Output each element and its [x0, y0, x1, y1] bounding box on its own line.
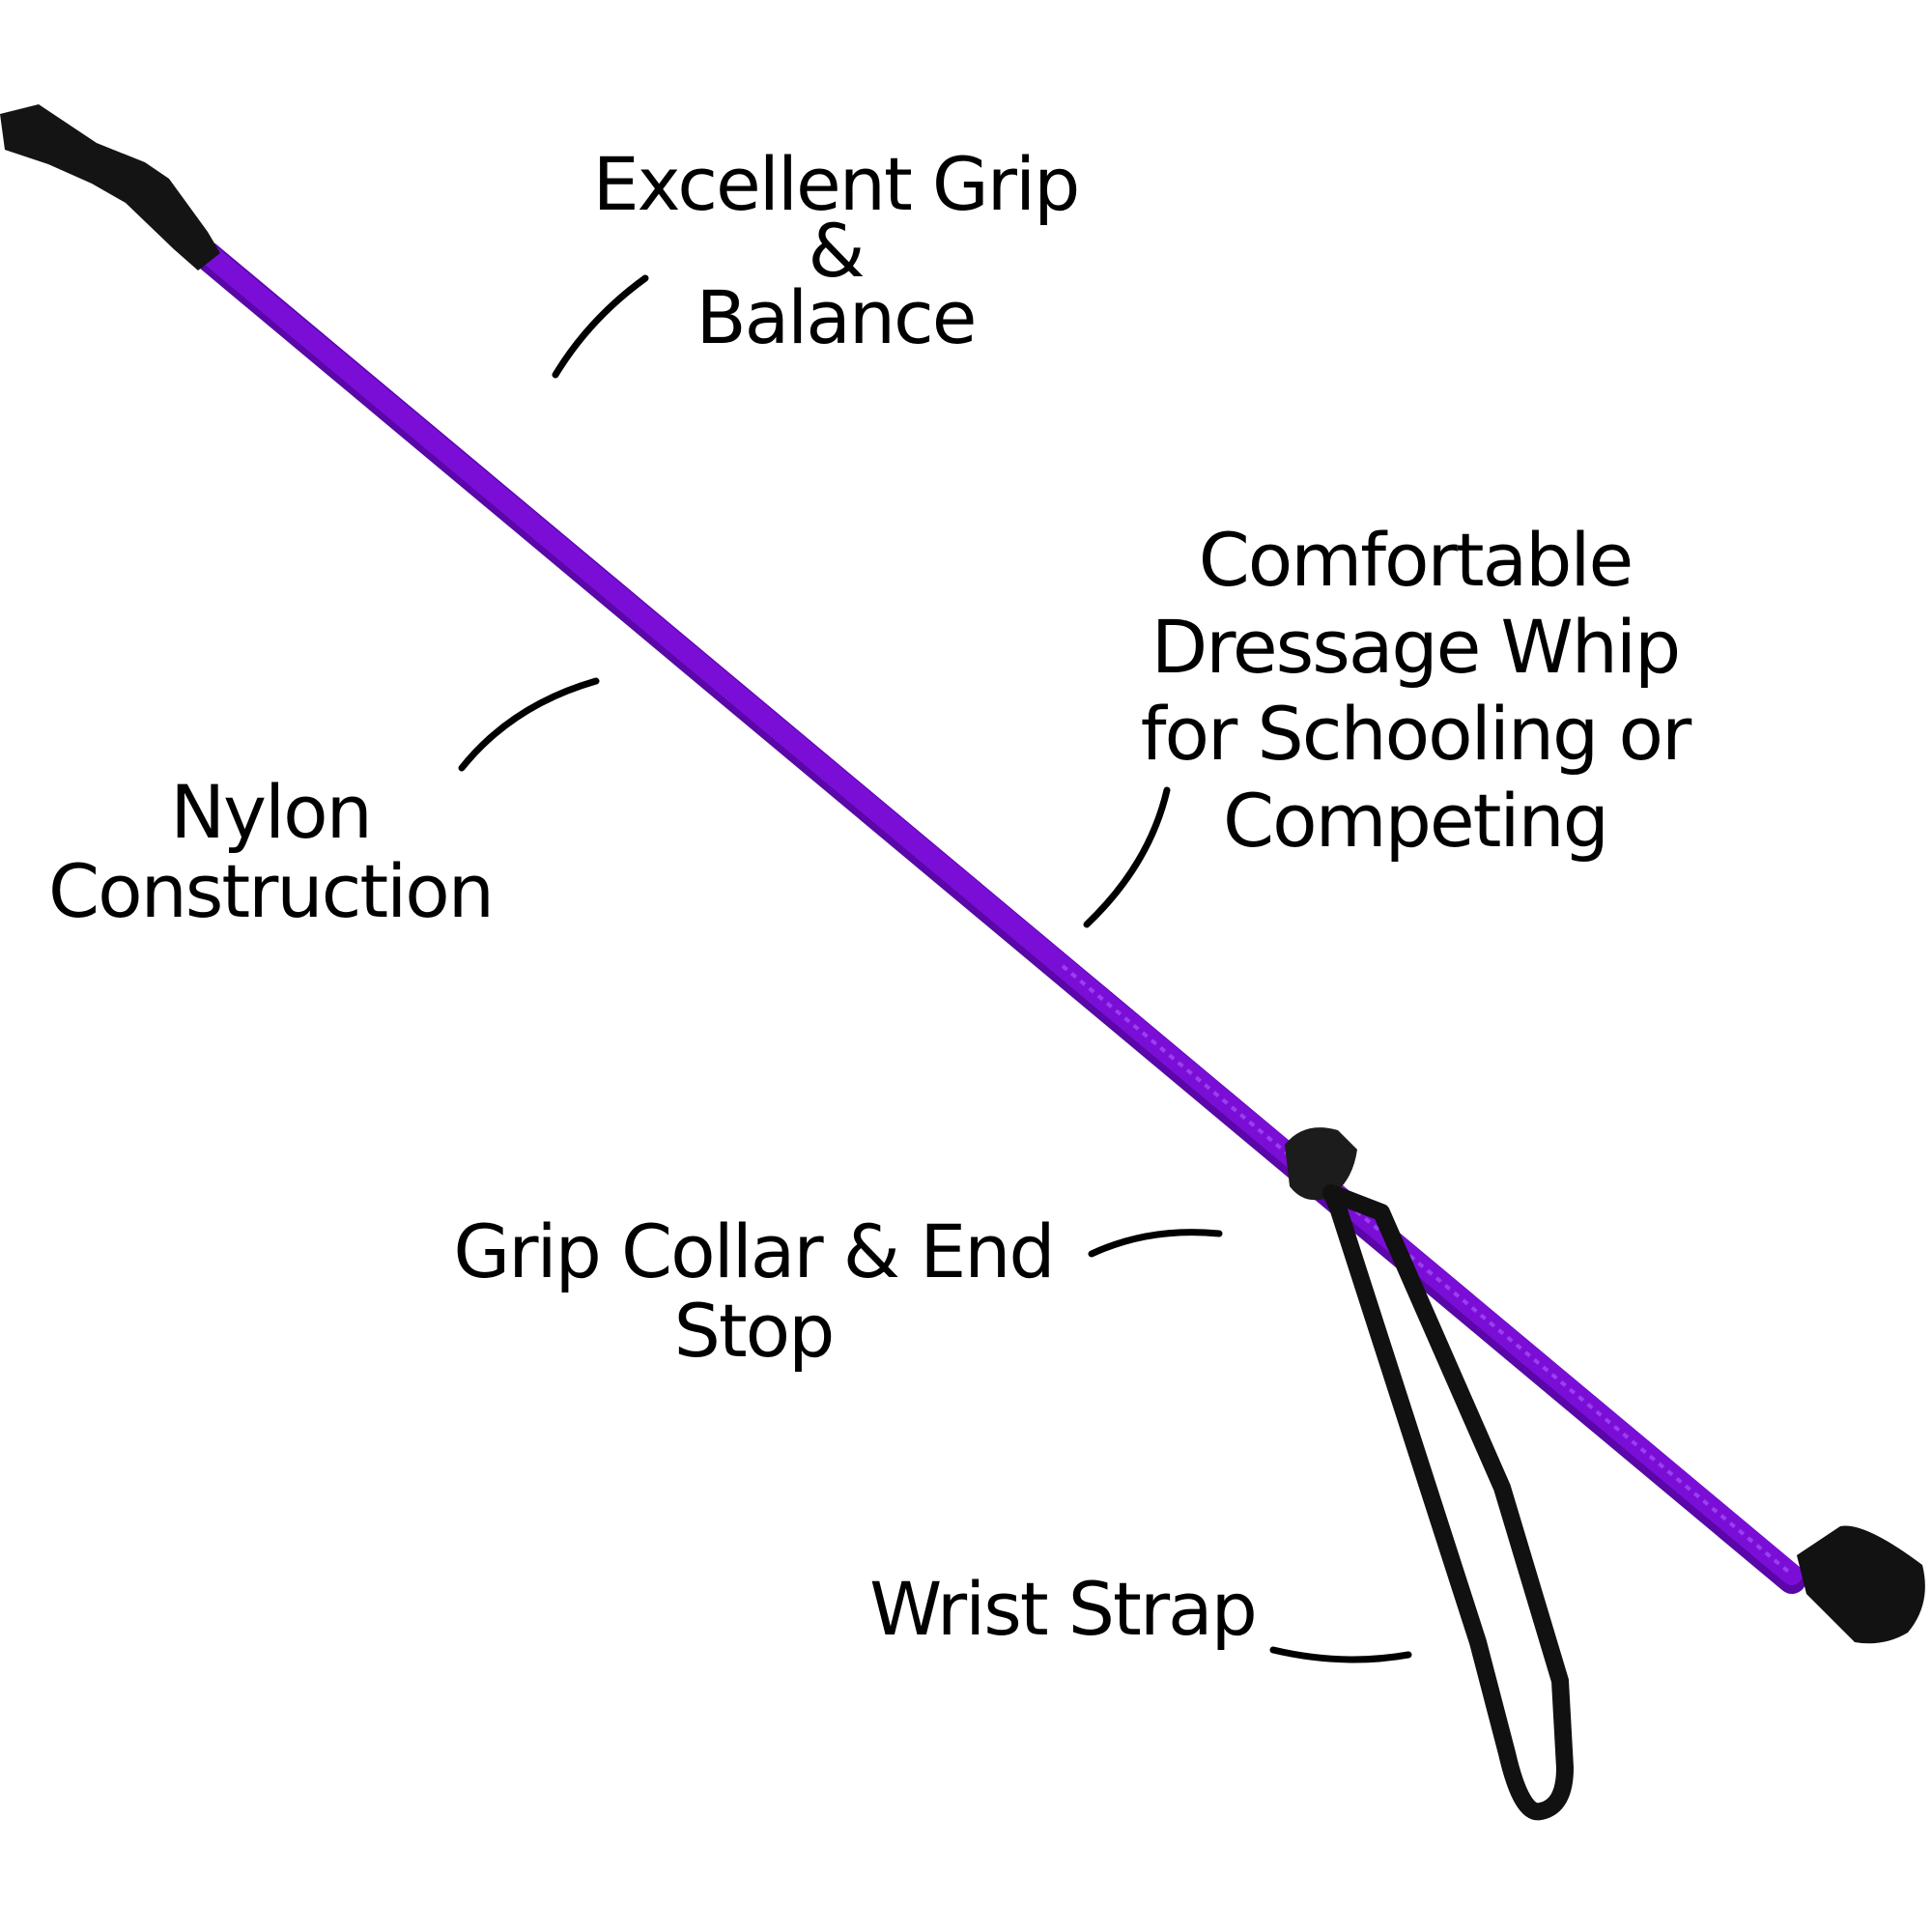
label-grip-collar-end-stop: Grip Collar & End Stop	[425, 1212, 1082, 1371]
whip-tip-popper	[0, 104, 220, 270]
label-line: Construction	[48, 848, 495, 934]
label-line: Balance	[696, 274, 977, 360]
label-line: Dressage Whip	[1151, 604, 1681, 690]
label-line: Stop	[673, 1288, 836, 1374]
label-line: Grip Collar & End	[453, 1208, 1055, 1294]
label-comfortable-dressage-whip: Comfortable Dressage Whip for Schooling …	[1087, 517, 1744, 865]
pointer-arc-strap	[1269, 1646, 1412, 1663]
label-excellent-grip-balance: Excellent Grip & Balance	[541, 145, 1130, 357]
wrist-strap	[1322, 1184, 1574, 1821]
label-line: Competing	[1223, 778, 1609, 864]
label-line: Nylon	[170, 769, 373, 855]
label-wrist-strap: Wrist Strap	[850, 1570, 1275, 1649]
label-line: Comfortable	[1198, 517, 1634, 603]
label-line: for Schooling or	[1140, 691, 1691, 777]
pointer-arc-dressage	[1083, 786, 1171, 928]
grip-collar	[1285, 1127, 1357, 1201]
label-line: Wrist Strap	[869, 1566, 1258, 1652]
pointer-arc-grip	[552, 274, 649, 379]
whip-shaft-stitching	[1061, 964, 1794, 1577]
label-line: Excellent Grip	[592, 141, 1081, 227]
label-nylon-construction: Nylon Construction	[19, 773, 522, 931]
label-line: &	[808, 208, 865, 294]
pointer-arc-nylon	[458, 677, 600, 772]
end-stop	[1797, 1525, 1925, 1644]
pointer-arc-collar	[1088, 1229, 1223, 1258]
